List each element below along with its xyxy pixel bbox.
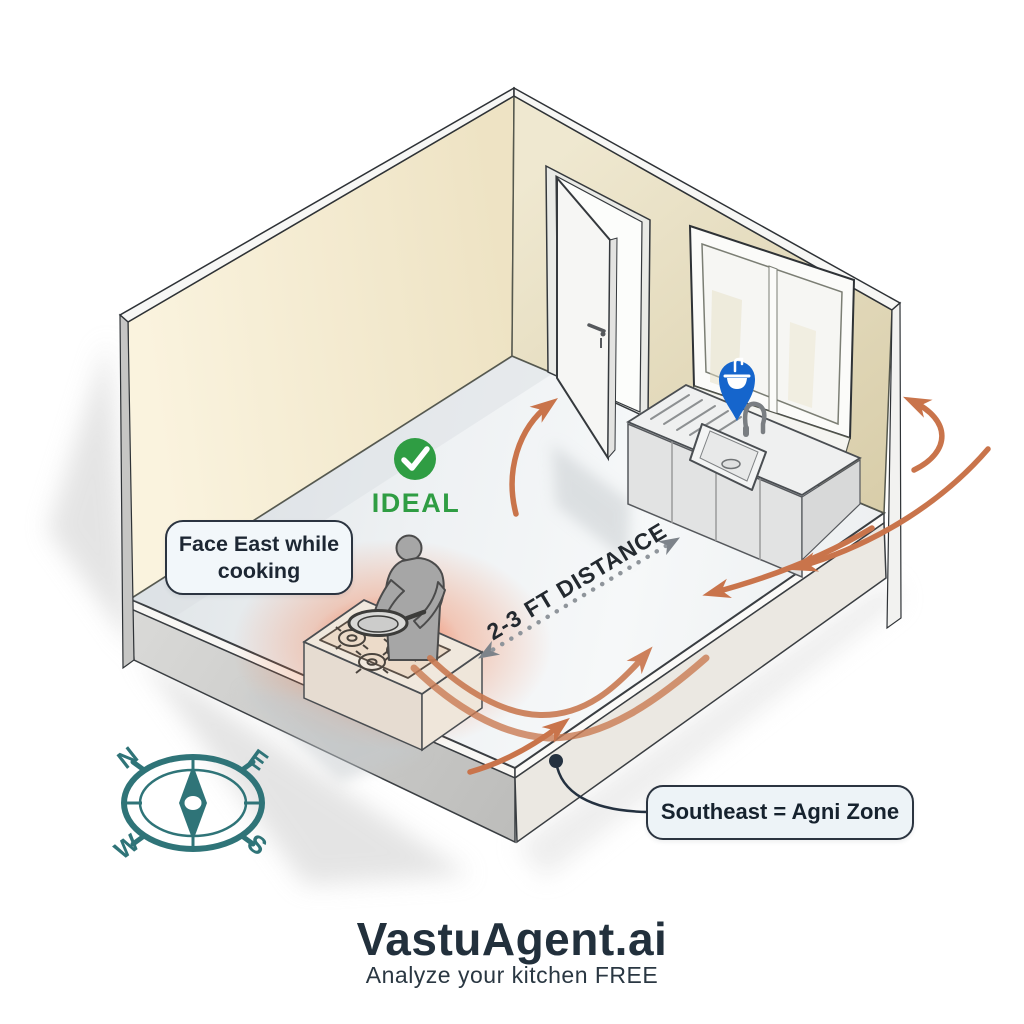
compass-n-label: N <box>112 741 143 774</box>
kitchen-door <box>545 164 651 462</box>
brand-tagline: Analyze your kitchen FREE <box>365 962 659 988</box>
check-icon <box>394 438 436 480</box>
face-east-callout: Face East while cooking <box>165 520 353 596</box>
agni-anchor-dot <box>549 754 563 768</box>
door-handle-icon <box>587 323 606 348</box>
stove-shadow <box>240 690 424 782</box>
sink-counter <box>626 383 862 579</box>
sink-pin-icon <box>719 357 755 421</box>
agni-leader-line <box>549 754 649 814</box>
energy-flow-arrow-icons <box>467 396 991 775</box>
sink-counter-shadow <box>552 444 630 562</box>
frying-pan-icon <box>347 609 427 637</box>
brand-title: VastuAgent.ai <box>356 913 668 965</box>
room-drop-shadow <box>48 340 902 885</box>
sink-basin <box>689 423 767 491</box>
compass-icon: N E W S <box>109 741 273 865</box>
ideal-label: IDEAL <box>371 488 461 518</box>
agni-zone-callout: Southeast = Agni Zone <box>646 785 914 840</box>
faucet-icon <box>742 401 767 437</box>
